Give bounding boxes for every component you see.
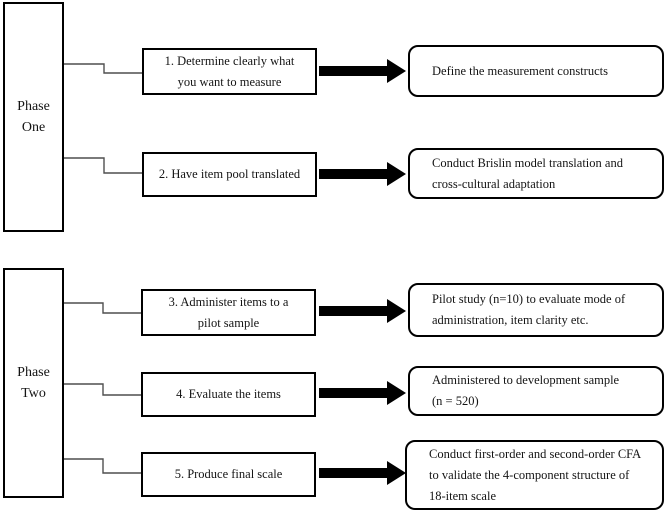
phase-one-label: Phase One xyxy=(17,99,50,135)
right-block-arrow-icon xyxy=(319,162,406,186)
outcome-5-label: Conduct first-order and second-order CFA… xyxy=(429,446,642,503)
right-block-arrow-icon xyxy=(319,299,406,323)
step-box-5: 5. Produce final scale xyxy=(141,452,316,497)
outcome-box-1: Define the measurement constructs xyxy=(408,45,664,97)
outcome-3-label: Pilot study (n=10) to evaluate mode of a… xyxy=(432,292,626,327)
outcome-box-2: Conduct Brislin model translation and cr… xyxy=(408,148,664,199)
step-4-label: 4. Evaluate the items xyxy=(176,387,281,401)
right-block-arrow-icon xyxy=(319,381,406,405)
connector-phase2-step4 xyxy=(64,383,141,396)
right-block-arrow-icon xyxy=(319,59,406,83)
step-2-label: 2. Have item pool translated xyxy=(158,167,301,181)
outcome-box-3: Pilot study (n=10) to evaluate mode of a… xyxy=(408,283,664,337)
outcome-2-label: Conduct Brislin model translation and cr… xyxy=(432,155,623,191)
phase-two-box: Phase Two xyxy=(3,268,64,498)
step-5-label: 5. Produce final scale xyxy=(174,467,283,481)
step-1-label: 1. Determine clearly what you want to me… xyxy=(164,53,295,89)
step-box-1: 1. Determine clearly what you want to me… xyxy=(142,48,317,95)
connector-phase2-step3 xyxy=(64,302,141,314)
step-3-label: 3. Administer items to a pilot sample xyxy=(168,294,289,330)
connector-phase1-step1 xyxy=(64,63,142,74)
right-block-arrow-icon xyxy=(319,461,406,485)
connector-phase1-step2 xyxy=(64,157,142,174)
outcome-4-label: Administered to development sample (n = … xyxy=(432,373,620,408)
step-box-3: 3. Administer items to a pilot sample xyxy=(141,289,316,336)
outcome-1-label: Define the measurement constructs xyxy=(432,63,608,78)
connector-phase2-step5 xyxy=(64,458,141,474)
outcome-box-4: Administered to development sample (n = … xyxy=(408,366,664,416)
outcome-box-5: Conduct first-order and second-order CFA… xyxy=(405,440,664,510)
phase-two-label: Phase Two xyxy=(17,365,50,401)
step-box-4: 4. Evaluate the items xyxy=(141,372,316,417)
phase-one-box: Phase One xyxy=(3,2,64,232)
step-box-2: 2. Have item pool translated xyxy=(142,152,317,197)
